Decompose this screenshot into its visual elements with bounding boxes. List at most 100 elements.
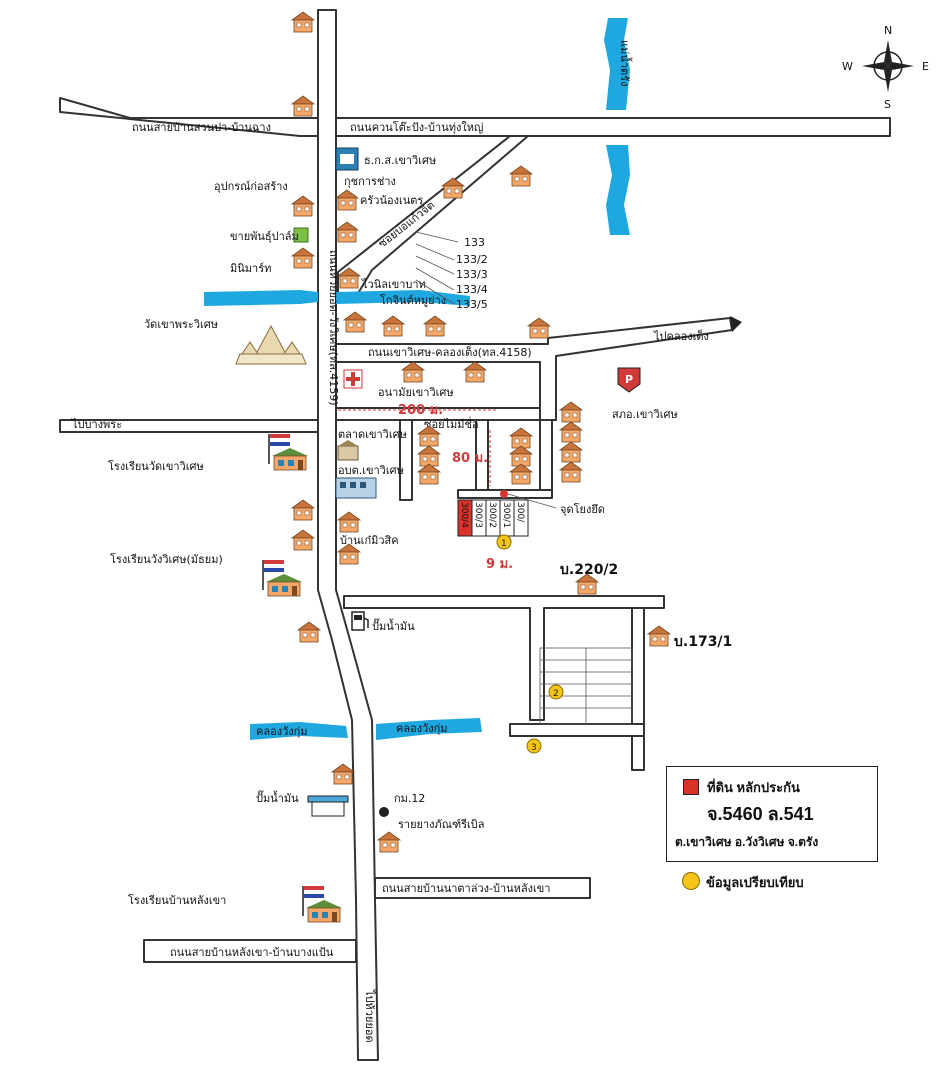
plot-label-3: 300/2 <box>487 502 497 528</box>
road-label-south: ไปห้วยยอด <box>363 989 376 1043</box>
house-133-5: 133/5 <box>456 298 488 311</box>
plot-label-1: 300/4 <box>459 502 469 528</box>
anchor-point-icon <box>500 490 508 498</box>
police-icon: P <box>617 367 641 393</box>
label-vinyl: ไวนิลเขาบาท <box>361 278 426 291</box>
road-west <box>59 419 319 433</box>
legend-box: ที่ดิน หลักประกัน จ.5460 ล.541 ต.เขาวิเศ… <box>666 766 878 862</box>
road-label-south-east: ถนนสายบ้านนาตาล่วง-บ้านหลังเขา <box>382 882 551 895</box>
road-label-klongteng: ไปคลองเต็ง <box>653 329 709 343</box>
house-133-3: 133/3 <box>456 268 488 281</box>
house-220: บ.220/2 <box>560 562 618 578</box>
label-police: สภอ.เขาวิเศษ <box>612 408 678 421</box>
canal-mid <box>204 290 318 306</box>
label-gas2: ปั๊มน้ำมัน <box>256 790 299 805</box>
river-north <box>604 18 630 110</box>
label-krua: ครัวน้องเนตร <box>360 194 423 207</box>
label-school1: โรงเรียนวัดเขาวิเศษ <box>108 459 204 473</box>
compass-w: W <box>842 60 853 73</box>
label-kutsan: กุชการช่าง <box>344 175 396 188</box>
dim-200: 200 ม. <box>398 403 443 418</box>
road-south-west <box>143 939 357 963</box>
house-133-2: 133/2 <box>456 253 488 266</box>
label-gas1: ปั๊มน้ำมัน <box>372 618 415 633</box>
temple-icon <box>235 324 307 365</box>
comparable-2[interactable]: 2 <box>548 684 564 700</box>
dim-80: 80 ม. <box>452 451 488 466</box>
road-label-bangpra: ไปบางพระ <box>71 418 122 431</box>
road-label-middle: ถนนเขาวิเศษ-คลองเต็ง(ทล.4158) <box>368 345 532 359</box>
house-number-leaders <box>415 231 459 305</box>
road-label-south-west: ถนนสายบ้านหลังเขา-บ้านบางแป้น <box>170 946 334 959</box>
legend-location: ต.เขาวิเศษ อ.วังวิเศษ จ.ตรัง <box>675 835 819 849</box>
compass-e: E <box>922 60 929 73</box>
subject-plots <box>457 499 529 537</box>
health-cross-icon <box>343 369 363 389</box>
road-north <box>59 97 891 137</box>
label-obt: อบต.เขาวิเศษ <box>338 464 404 477</box>
compass: N S E W <box>842 24 929 111</box>
anchor-leader <box>507 493 557 509</box>
bank-logo-icon <box>335 147 359 171</box>
label-palm: ขายพันธุ์ปาล์ม <box>230 230 299 243</box>
label-banmew: บ้านเก๋มิวสิค <box>340 534 399 547</box>
label-equip: อุปกรณ์ก่อสร้าง <box>214 180 288 193</box>
svg-text:P: P <box>625 373 633 386</box>
road-middle <box>335 317 733 421</box>
comparable-2-label: 2 <box>553 689 559 699</box>
label-school2: โรงเรียนวังวิเศษ(มัธยม) <box>110 552 223 566</box>
school-icon <box>301 885 343 923</box>
klong-label-1: คลองวังกุ่ม <box>256 725 308 738</box>
market-icon <box>337 440 359 461</box>
compass-n: N <box>884 24 892 37</box>
school-icon <box>261 559 303 597</box>
label-tgs: ธ.ก.ส.เขาวิเศษ <box>364 154 436 167</box>
klong-label-2: คลองวังกุ่ม <box>396 722 448 735</box>
gas-pump-icon <box>351 611 369 631</box>
plot-label-5: 300/ <box>515 502 525 523</box>
label-health: อนามัยเขาวิเศษ <box>378 386 454 399</box>
legend-subject-swatch <box>683 779 699 795</box>
road-east-right <box>631 607 645 771</box>
school-icon <box>267 433 309 471</box>
road-soi-small3 <box>539 419 553 491</box>
legend-deed: จ.5460 ล.541 <box>707 804 814 824</box>
label-kuay: โกจินต์หมูย่าง <box>380 293 446 307</box>
legend-compare-swatch <box>682 872 700 890</box>
label-km: กม.12 <box>394 792 425 805</box>
canal-south-west <box>250 722 348 740</box>
arrow-klongteng-icon <box>730 316 742 332</box>
label-wat: วัดเขาพระวิเศษ <box>144 318 218 331</box>
plot-5 <box>513 499 529 537</box>
km-marker-icon <box>379 807 389 817</box>
house-173: บ.173/1 <box>674 634 732 650</box>
legend-collateral: ที่ดิน หลักประกัน <box>707 780 800 795</box>
plot-label-2: 300/3 <box>473 502 483 528</box>
road-south-east <box>374 877 591 899</box>
label-market: ตลาดเขาวิเศษ <box>338 428 407 441</box>
label-jodyueng: จุดโยงยึด <box>560 502 605 516</box>
waterways <box>204 18 630 740</box>
plot-label-4: 300/1 <box>501 502 511 528</box>
comparable-3[interactable]: 3 <box>526 738 542 754</box>
comparable-1[interactable]: 1 <box>496 534 512 550</box>
gas-station-icon <box>307 795 349 817</box>
canal-south-east <box>376 718 482 740</box>
road-east-bottom <box>509 723 645 737</box>
road-soi-small <box>399 419 413 501</box>
legend-compare: ข้อมูลเปรียบเทียบ <box>706 875 804 890</box>
palm-shop-icon <box>293 227 309 243</box>
roads <box>59 9 891 1061</box>
road-east <box>343 595 665 721</box>
label-minimart: มินิมาร์ท <box>230 262 271 275</box>
comparable-1-label: 1 <box>501 539 507 549</box>
house-133-4: 133/4 <box>456 283 488 296</box>
comparable-3-label: 3 <box>531 743 537 753</box>
dim-9: 9 ม. <box>486 557 513 572</box>
road-label-north-west: ถนนสายบ้านสวนปา-บ้านฉาง <box>132 121 271 134</box>
label-rubber: รายยางภัณฑ์รีเบิล <box>398 818 485 831</box>
house-133: 133 <box>464 236 485 249</box>
road-label-vertical: ถนนห้วยยอด-วังวิเศษ(ทล.4159) <box>327 250 340 406</box>
